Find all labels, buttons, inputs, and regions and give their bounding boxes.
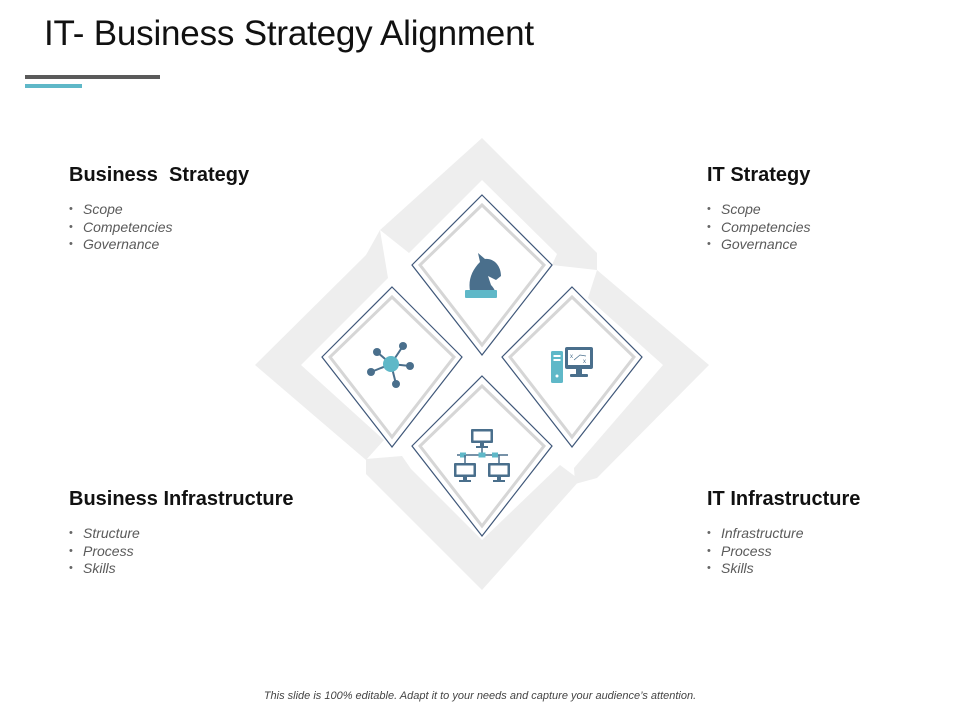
title-underline-teal bbox=[25, 84, 82, 88]
list-item: Scope bbox=[69, 201, 249, 219]
list-item: Scope bbox=[707, 201, 811, 219]
list-item: Infrastructure bbox=[707, 525, 860, 543]
business-infrastructure-heading: Business Infrastructure bbox=[69, 488, 294, 510]
list-item: Competencies bbox=[69, 219, 249, 237]
business-infrastructure-list: Structure Process Skills bbox=[69, 525, 294, 578]
list-item: Governance bbox=[69, 236, 249, 254]
network-computers-icon bbox=[454, 429, 510, 482]
list-item: Process bbox=[69, 543, 294, 561]
it-strategy-list: Scope Competencies Governance bbox=[707, 201, 811, 254]
business-strategy-list: Scope Competencies Governance bbox=[69, 201, 249, 254]
arrow-bottom-left bbox=[366, 456, 580, 590]
arrow-top-right bbox=[380, 138, 597, 270]
list-item: Skills bbox=[707, 560, 860, 578]
list-item: Structure bbox=[69, 525, 294, 543]
svg-text:x: x bbox=[583, 359, 586, 365]
list-item: Skills bbox=[69, 560, 294, 578]
it-infrastructure-heading: IT Infrastructure bbox=[707, 488, 861, 510]
it-infrastructure-section: IT Infrastructure Infrastructure Process… bbox=[707, 488, 860, 578]
it-infrastructure-list: Infrastructure Process Skills bbox=[707, 525, 860, 578]
it-strategy-section: IT Strategy Scope Competencies Governanc… bbox=[707, 164, 811, 254]
list-item: Process bbox=[707, 543, 860, 561]
cycle-arrows bbox=[255, 138, 709, 590]
hub-network-icon bbox=[367, 342, 414, 388]
diamonds bbox=[321, 194, 643, 537]
list-item: Competencies bbox=[707, 219, 811, 237]
it-strategy-heading: IT Strategy bbox=[707, 164, 811, 186]
footer-note: This slide is 100% editable. Adapt it to… bbox=[263, 690, 697, 702]
arrow-left-top bbox=[255, 230, 388, 460]
page-title: IT- Business Strategy Alignment bbox=[44, 14, 534, 53]
computer-strategy-icon: x x bbox=[551, 347, 593, 383]
svg-text:x: x bbox=[570, 354, 573, 360]
business-strategy-section: Business Strategy Scope Competencies Gov… bbox=[69, 164, 249, 254]
arrow-right-bottom bbox=[574, 270, 709, 484]
title-underline-dark bbox=[25, 75, 160, 79]
business-infrastructure-section: Business Infrastructure Structure Proces… bbox=[69, 488, 294, 578]
business-strategy-heading: Business Strategy bbox=[69, 164, 250, 186]
chess-knight-icon bbox=[465, 253, 501, 298]
list-item: Governance bbox=[707, 236, 811, 254]
